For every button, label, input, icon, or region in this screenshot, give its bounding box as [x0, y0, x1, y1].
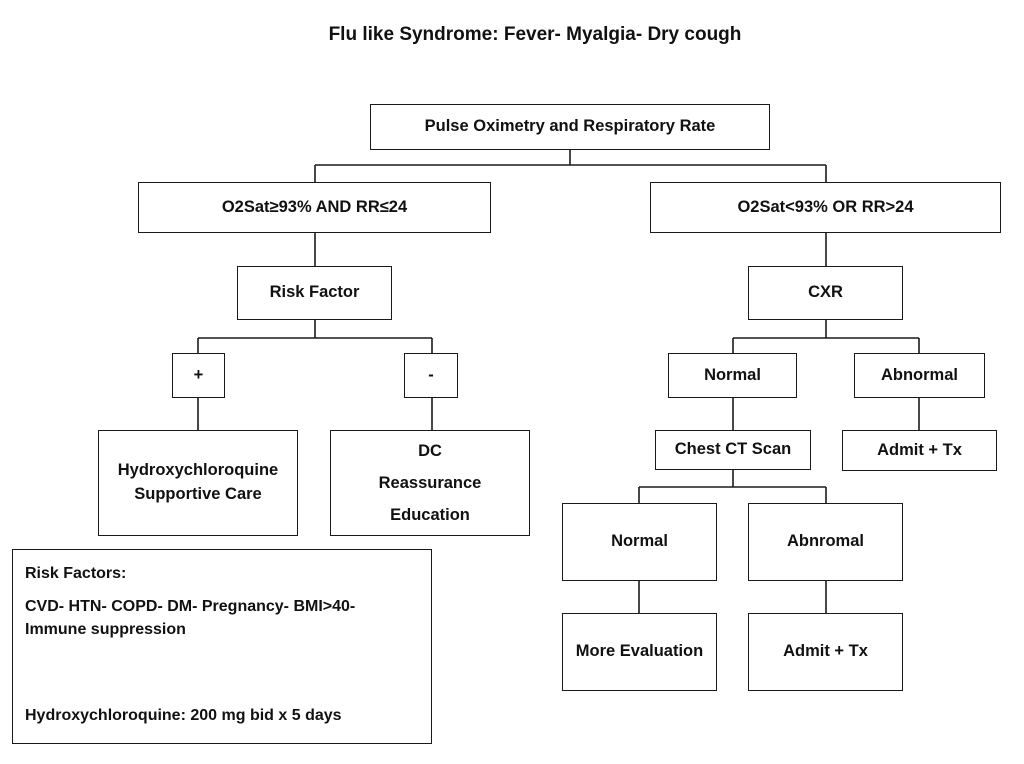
dc-line-1: DC	[418, 441, 442, 460]
cxr-label: CXR	[808, 283, 843, 302]
chest-ct-node: Chest CT Scan	[655, 430, 811, 470]
plus-node: +	[172, 353, 225, 398]
root-node-label: Pulse Oximetry and Respiratory Rate	[424, 117, 716, 136]
dc-line-3: Education	[390, 506, 470, 525]
more-evaluation-node: More Evaluation	[562, 613, 717, 691]
ct-normal-node: Normal	[562, 503, 717, 581]
left-branch-label: O2Sat≥93% AND RR≤24	[221, 197, 408, 216]
chest-ct-label: Chest CT Scan	[674, 440, 792, 459]
ct-normal-label: Normal	[611, 532, 668, 551]
cxr-normal-label: Normal	[704, 365, 761, 384]
admit-tx-label-1: Admit + Tx	[877, 440, 962, 459]
cxr-normal-node: Normal	[668, 353, 797, 398]
dc-line-2: Reassurance	[378, 473, 482, 492]
legend-factors-line-2: Immune suppression	[25, 621, 186, 639]
right-branch-node: O2Sat<93% OR RR>24	[650, 182, 1001, 233]
right-branch-label: O2Sat<93% OR RR>24	[737, 197, 914, 216]
minus-label: -	[428, 365, 434, 384]
hcq-line-2: Supportive Care	[134, 485, 262, 503]
root-node: Pulse Oximetry and Respiratory Rate	[370, 104, 770, 150]
diagram-title: Flu like Syndrome: Fever- Myalgia- Dry c…	[328, 24, 742, 45]
ct-abnormal-label: Abnromal	[786, 532, 864, 551]
plus-label: +	[193, 365, 204, 384]
legend-factors-line-1: CVD- HTN- COPD- DM- Pregnancy- BMI>40-	[25, 598, 356, 616]
hcq-line-1: Hydroxychloroquine	[117, 461, 279, 480]
cxr-abnormal-label: Abnormal	[880, 365, 958, 384]
ct-abnormal-node: Abnromal	[748, 503, 903, 581]
hydroxychloroquine-node: Hydroxychloroquine Supportive Care	[98, 430, 298, 536]
cxr-abnormal-node: Abnormal	[854, 353, 985, 398]
dc-node: DC Reassurance Education	[330, 430, 530, 536]
admit-tx-node-2: Admit + Tx	[748, 613, 903, 691]
legend-heading: Risk Factors:	[25, 565, 127, 582]
admit-tx-node-1: Admit + Tx	[842, 430, 997, 471]
risk-factor-node: Risk Factor	[237, 266, 392, 320]
risk-factors-legend: Risk Factors: CVD- HTN- COPD- DM- Pregna…	[12, 549, 432, 744]
admit-tx-label-2: Admit + Tx	[783, 642, 868, 661]
more-evaluation-label: More Evaluation	[575, 642, 704, 661]
cxr-node: CXR	[748, 266, 903, 320]
legend-dosage: Hydroxychloroquine: 200 mg bid x 5 days	[25, 706, 342, 724]
left-branch-node: O2Sat≥93% AND RR≤24	[138, 182, 491, 233]
risk-factor-label: Risk Factor	[269, 283, 360, 302]
minus-node: -	[404, 353, 458, 398]
